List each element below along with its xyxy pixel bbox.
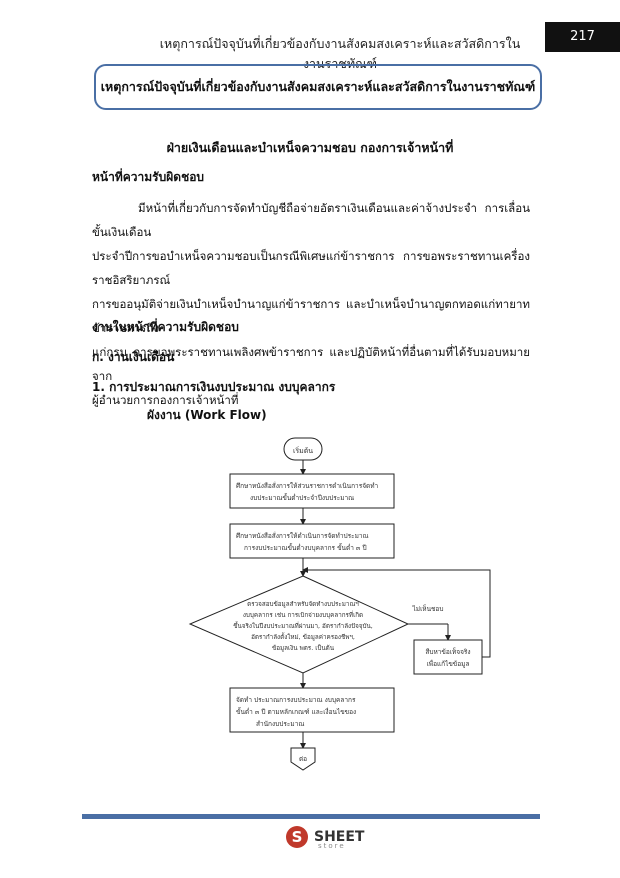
logo-text: SHEET bbox=[314, 829, 365, 845]
decision-line: อัตรากำลังตั้งใหม่, ข้อมูลค่าครองชีพฯ, bbox=[251, 632, 355, 641]
decision-line: ตรวจสอบข้อมูลสำหรับจัดทำงบประมาณฯ bbox=[247, 600, 359, 608]
no-label: ไม่เห็นชอบ bbox=[412, 604, 444, 613]
work-heading: งานในหน้าที่ความรับผิดชอบ bbox=[92, 320, 239, 334]
publisher-logo: S SHEET bbox=[286, 826, 364, 848]
chapter-title-box: เหตุการณ์ปัจจุบันที่เกี่ยวข้องกับงานสังค… bbox=[94, 64, 542, 110]
step2-box bbox=[229, 523, 395, 559]
duties-line: ผู้อำนวยการกองการเจ้าหน้าที่ bbox=[92, 393, 239, 407]
footer-bar bbox=[82, 814, 540, 819]
salary-subheading: ก. งานเงินเดือน bbox=[92, 350, 175, 364]
workflow-label: ผังงาน (Work Flow) bbox=[147, 408, 267, 422]
duties-paragraph: มีหน้าที่เกี่ยวกับการจัดทำบัญชีถือจ่ายอั… bbox=[92, 196, 530, 412]
logo-mark: S bbox=[286, 826, 308, 848]
chapter-title: เหตุการณ์ปัจจุบันที่เกี่ยวข้องกับงานสังค… bbox=[100, 79, 536, 94]
fix-box bbox=[413, 639, 483, 675]
step1-box bbox=[229, 473, 395, 509]
duties-line: แก่กรม การขอพระราชทานเพลิงศพข้าราชการ แล… bbox=[92, 345, 530, 383]
continue-label: ต่อ bbox=[299, 755, 307, 763]
budget-subheading: 1. การประมาณการเงินงบประมาณ งบบุคลากร bbox=[92, 380, 336, 394]
duties-line: มีหน้าที่เกี่ยวกับการจัดทำบัญชีถือจ่ายอั… bbox=[92, 201, 530, 239]
start-label: เริ่มต้น bbox=[293, 446, 313, 455]
step3-line: จัดทำ ประมาณการงบประมาณ งบบุคลากร bbox=[236, 696, 356, 704]
step3-box bbox=[229, 687, 395, 733]
decision-line: ข้อมูลเงิน พตร. เป็นต้น bbox=[272, 643, 335, 652]
decision-line: งบบุคลากร เช่น การเบิกจ่ายงบบุคลากรที่เก… bbox=[243, 610, 363, 619]
fix-line: เพื่อแก้ไขข้อมูล bbox=[427, 659, 470, 668]
step3-line: ขั้นต่ำ ๓ ปี ตามหลักเกณฑ์ และเงื่อนไขของ bbox=[236, 707, 356, 716]
continue-connector bbox=[290, 747, 316, 771]
section-title: ฝ่ายเงินเดือนและบำเหน็จความชอบ กองการเจ้… bbox=[166, 140, 454, 155]
step1-line: งบประมาณขั้นต่ำประจำปีงบประมาณ bbox=[250, 493, 354, 502]
duties-line: การขออนุมัติจ่ายเงินบำเหน็จบำนาญแก่ข้ารา… bbox=[92, 297, 530, 335]
fix-line: สืบหาข้อเท็จจริง bbox=[425, 647, 470, 656]
workflow-diagram: เริ่มต้น ศึกษาหนังสือสั่งการให้ส่วนราชกา… bbox=[188, 437, 491, 771]
duties-heading: หน้าที่ความรับผิดชอบ bbox=[92, 170, 205, 184]
step2-line: ศึกษาหนังสือสั่งการให้ดำเนินการจัดทำประม… bbox=[236, 531, 369, 540]
loop-back-arrow bbox=[302, 567, 491, 658]
logo-subtext: store bbox=[318, 842, 346, 850]
decision-line: ขึ้นจริงในปีงบประมาณที่ผ่านมา, อัตรากำลั… bbox=[233, 621, 373, 630]
step1-line: ศึกษาหนังสือสั่งการให้ส่วนราชการดำเนินกา… bbox=[236, 481, 379, 490]
duties-line: ประจำปีการขอบำเหน็จความชอบเป็นกรณีพิเศษแ… bbox=[92, 249, 530, 287]
page-number: 217 bbox=[545, 22, 620, 52]
step2-line: การงบประมาณขั้นต่ำงบบุคลากร ขั้นต่ำ ๓ ปี bbox=[244, 543, 367, 552]
step3-line: สำนักงบประมาณ bbox=[256, 720, 304, 728]
running-header: เหตุการณ์ปัจจุบันที่เกี่ยวข้องกับงานสังค… bbox=[159, 36, 521, 71]
